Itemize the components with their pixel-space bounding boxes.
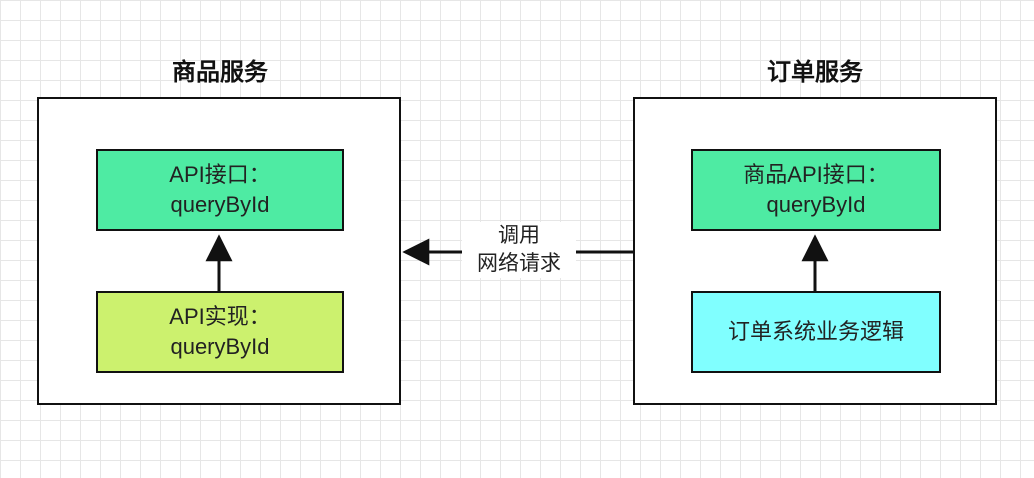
network-call-label-line2: 网络请求 [477,252,561,275]
api-interface-label-line2: queryById [170,192,270,217]
product-service-title: 商品服务 [172,59,268,86]
api-impl-label-line2: queryById [170,334,270,359]
api-impl-node: API实现： queryById [96,291,344,373]
api-interface-node: API接口： queryById [96,149,344,231]
network-call-label: 调用 网络请求 [462,222,576,278]
product-api-interface-label-line1: 商品API接口： [743,162,889,187]
business-logic-node: 订单系统业务逻辑 [691,291,941,373]
api-interface-label-line1: API接口： [169,162,271,187]
order-service-title: 订单服务 [767,59,863,86]
business-logic-label: 订单系统业务逻辑 [727,319,904,344]
api-impl-label-line1: API实现： [169,304,271,329]
product-api-interface-label-line2: queryById [766,192,866,217]
product-api-interface-node: 商品API接口： queryById [691,149,941,231]
network-call-label-line1: 调用 [498,224,540,247]
